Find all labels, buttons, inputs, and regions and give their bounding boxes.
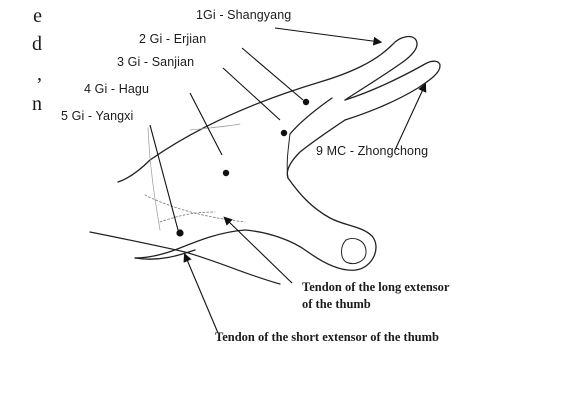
label-4-gi-hagu: 4 Gi - Hagu [84,82,149,96]
label-long-extensor-line2: of the thumb [302,297,371,312]
point-5-gi [176,229,183,236]
label-long-extensor-line1: Tendon of the long extensor [302,280,449,295]
label-3-gi-sanjian: 3 Gi - Sanjian [117,55,194,69]
point-3-gi [281,130,287,136]
point-4-gi [223,170,229,176]
label-9-mc-zhongchong: 9 MC - Zhongchong [316,144,428,158]
point-2-gi [303,99,309,105]
label-5-gi-yangxi: 5 Gi - Yangxi [61,109,133,123]
label-short-extensor: Tendon of the short extensor of the thum… [215,330,439,345]
label-1-gi-shangyang: 1Gi - Shangyang [196,8,291,22]
hand-outline [90,37,440,284]
label-2-gi-erjian: 2 Gi - Erjian [139,32,206,46]
